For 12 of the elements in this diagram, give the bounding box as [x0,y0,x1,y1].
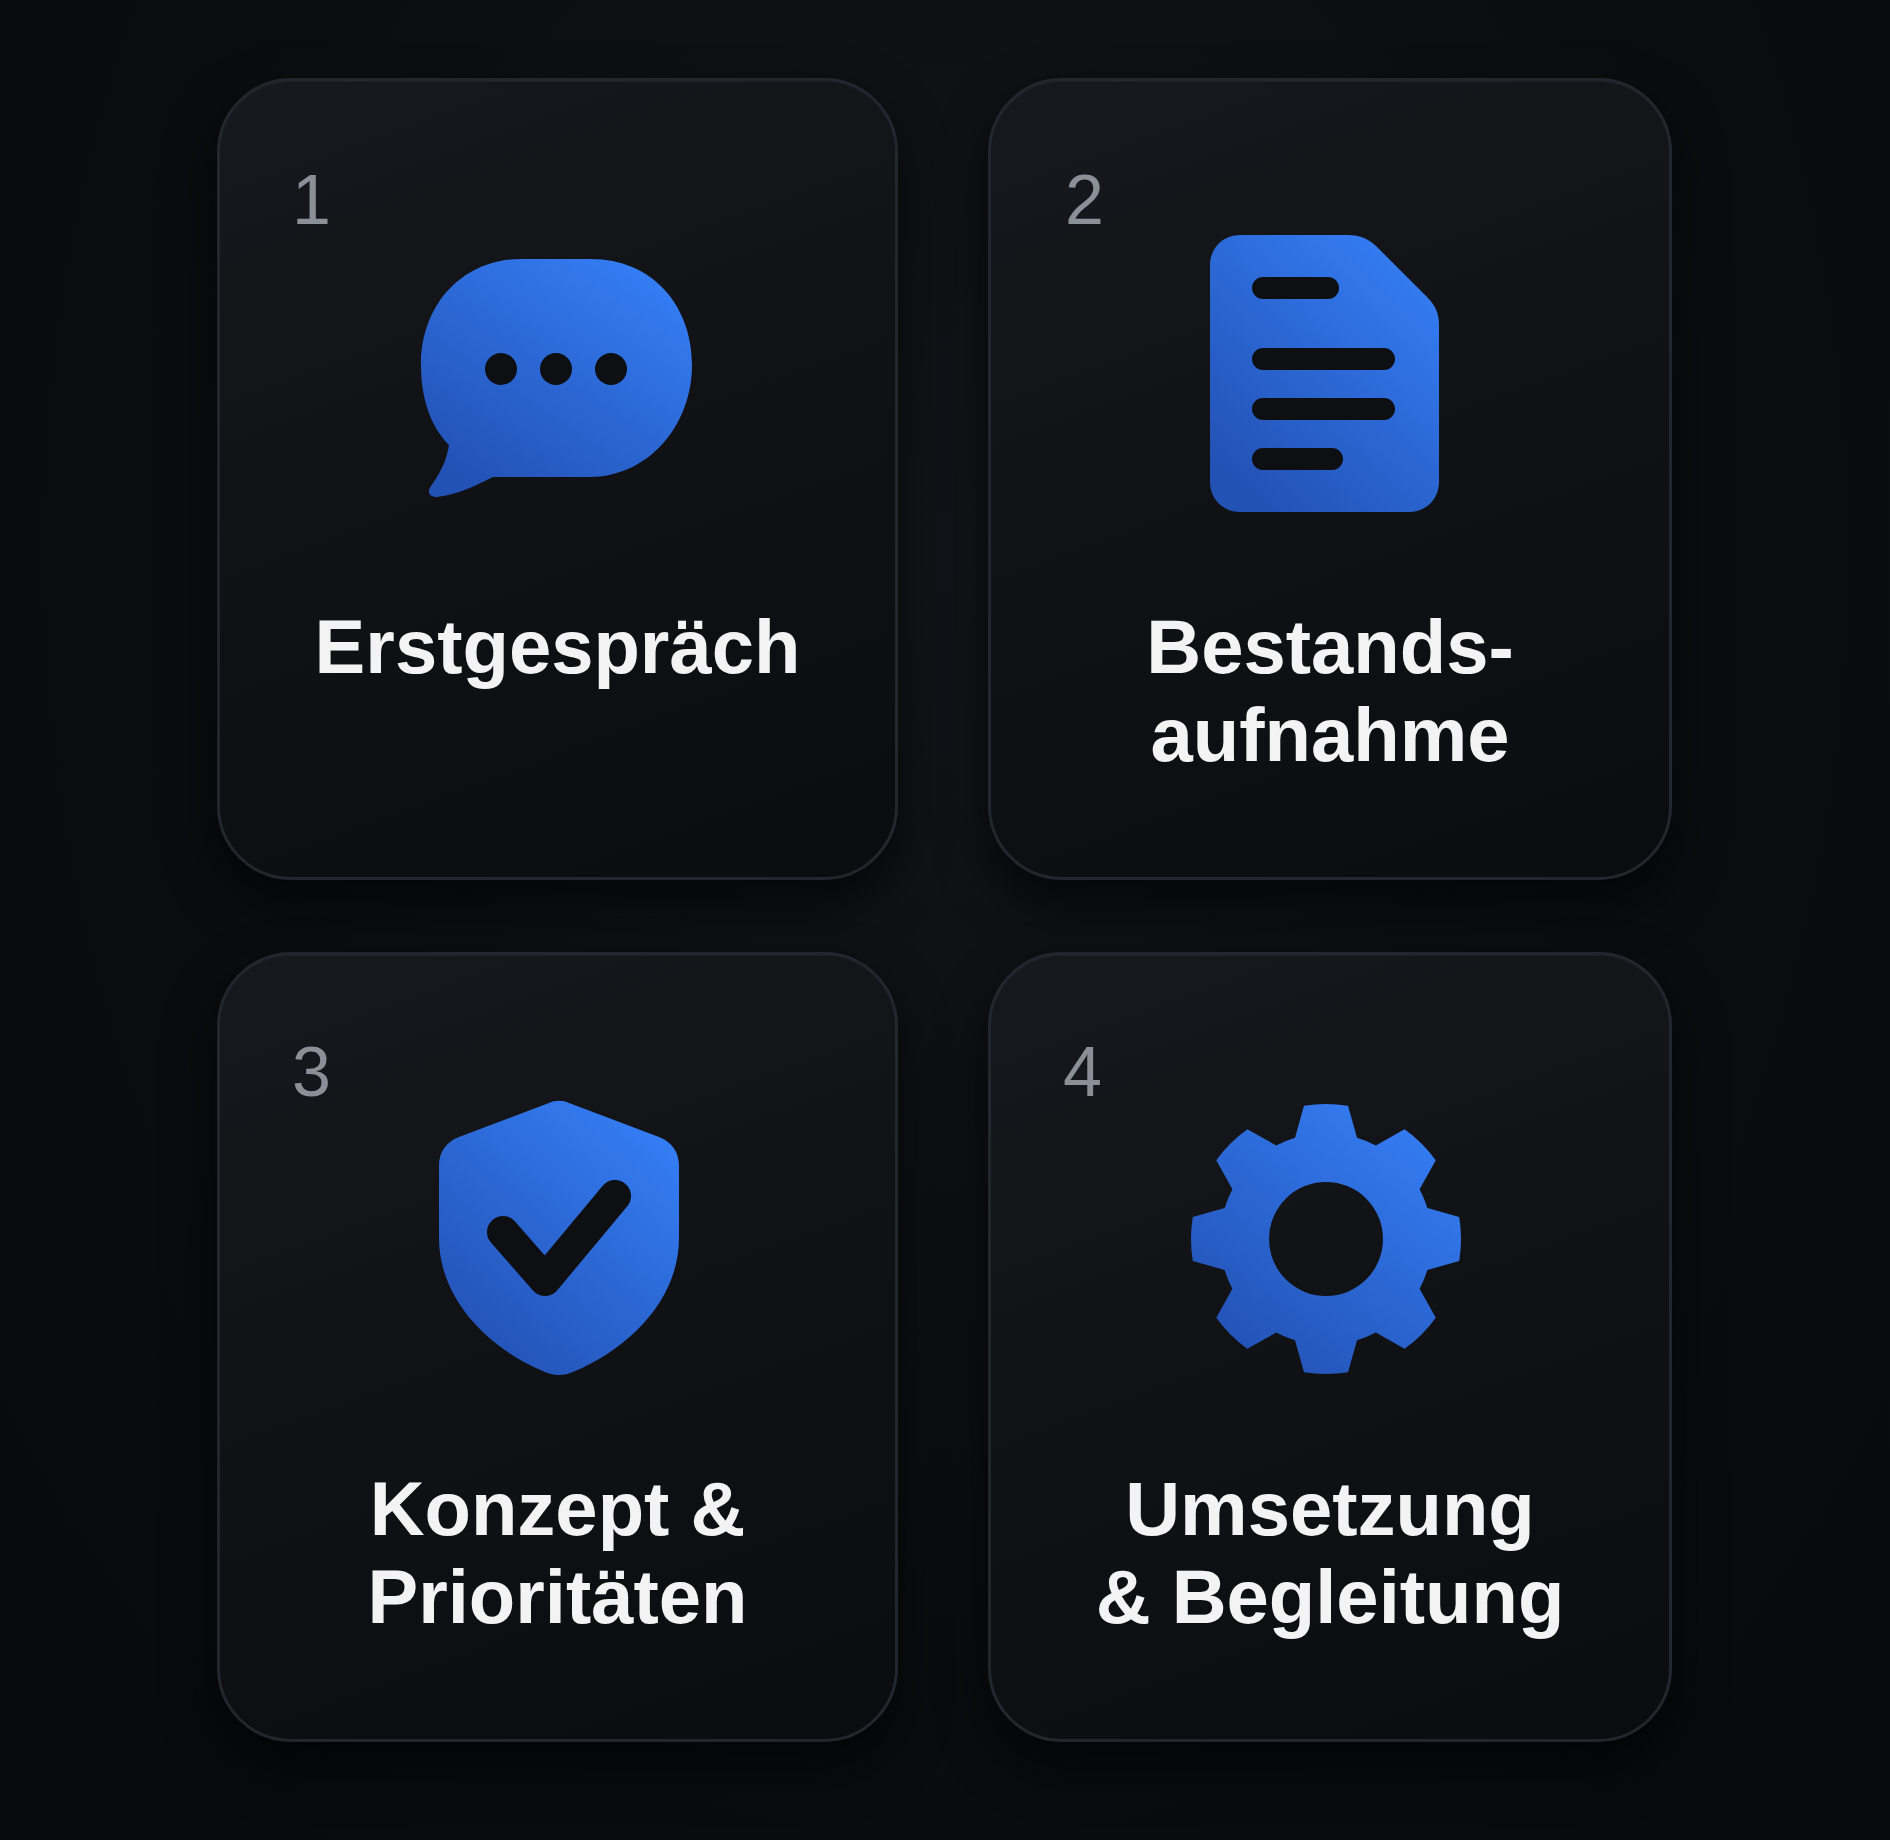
step-number: 4 [1063,1037,1102,1107]
step-card [988,952,1672,1742]
step-title: Bestands- aufnahme [1145,603,1515,779]
step-title: Erstgespräch [313,603,802,691]
step-card [217,952,898,1742]
step-card [988,78,1672,880]
step-title: Umsetzung & Begleitung [1094,1465,1566,1641]
step-number: 3 [292,1037,331,1107]
step-card [217,78,898,880]
step-title: Konzept & Prioritäten [366,1465,749,1641]
step-number: 2 [1065,165,1104,235]
step-number: 1 [292,165,331,235]
